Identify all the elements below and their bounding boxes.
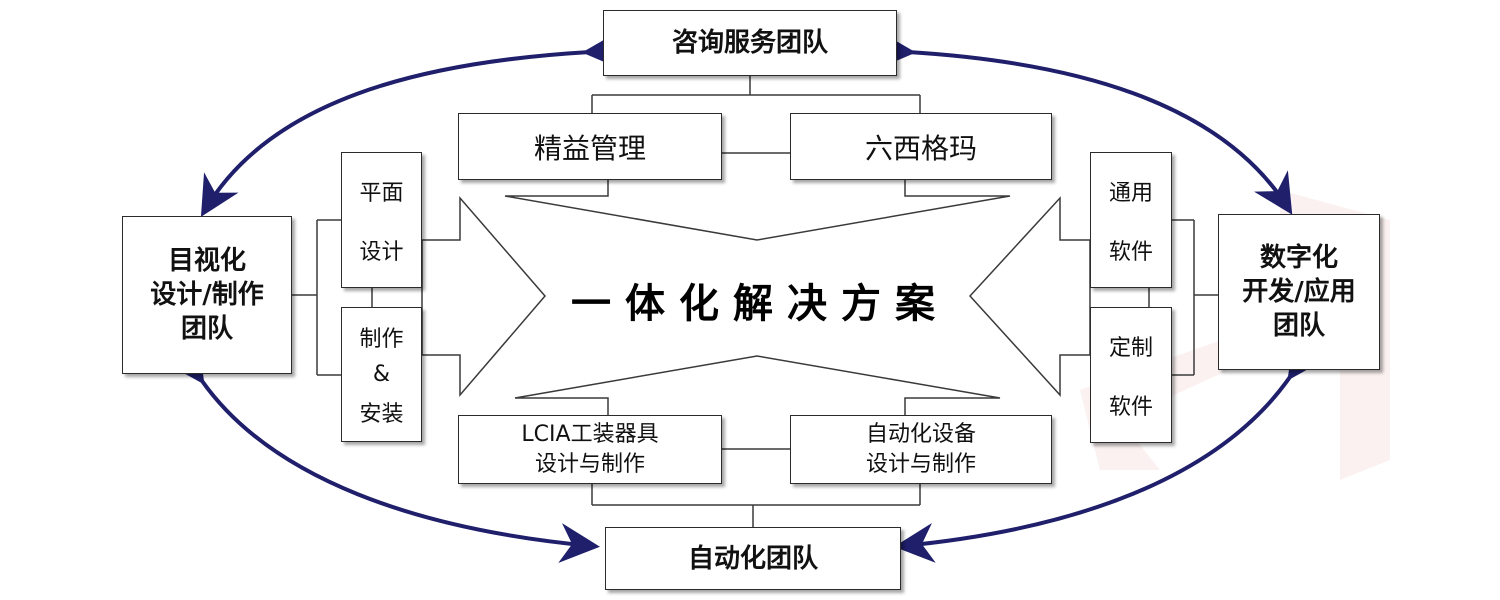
- arrow-digital-to-automation: [894, 336, 1327, 563]
- connector-lines: [292, 76, 1218, 527]
- consulting-team-label: 咨询服务团队: [671, 28, 828, 58]
- automation-team-label: 自动化团队: [687, 543, 818, 574]
- lcia-box: LCIA工装器具 设计与制作: [458, 415, 722, 484]
- plan-design-line-1: 平面: [359, 180, 404, 206]
- lcia-label: LCIA工装器具 设计与制作: [521, 421, 659, 477]
- digital-team-box: 数字化 开发/应用 团队: [1218, 214, 1380, 370]
- solution-star-outline: [421, 195, 546, 398]
- general-software-box: 通用 软件: [1090, 152, 1172, 288]
- arrow-visual-to-automation: [165, 340, 600, 563]
- plan-design-line-2: 设计: [359, 239, 404, 265]
- consulting-team-box: 咨询服务团队: [603, 10, 897, 76]
- solution-star-right: [968, 196, 1091, 397]
- automation-team-box: 自动化团队: [605, 527, 901, 590]
- plan-design-box: 平面 设计: [341, 152, 422, 288]
- arrow-consult-to-digital: [874, 30, 1293, 215]
- center-title: 一体化解决方案: [571, 281, 949, 327]
- general-software-line-2: 软件: [1108, 239, 1153, 265]
- general-software-line-1: 通用: [1108, 180, 1153, 206]
- automation-equipment-label: 自动化设备 设计与制作: [865, 421, 976, 477]
- lean-management-box: 精益管理: [458, 113, 722, 180]
- visual-team-label: 目视化 设计/制作 团队: [150, 246, 264, 344]
- solution-star-top: [504, 180, 1011, 241]
- make-install-box: 制作 & 安装: [341, 307, 422, 442]
- custom-software-line-2: 软件: [1108, 394, 1153, 420]
- six-sigma-label: 六西格玛: [864, 131, 977, 165]
- custom-software-line-1: 定制: [1108, 335, 1153, 361]
- make-install-line-3: 安装: [359, 402, 404, 428]
- custom-software-box: 定制 软件: [1090, 307, 1172, 443]
- make-install-line-1: 制作: [359, 326, 404, 352]
- make-install-line-2: &: [372, 361, 391, 387]
- arrow-consult-to-visual: [200, 30, 624, 217]
- lean-management-label: 精益管理: [533, 131, 646, 165]
- solution-star-bottom: [514, 355, 1001, 415]
- digital-team-label: 数字化 开发/应用 团队: [1242, 243, 1356, 341]
- automation-equipment-box: 自动化设备 设计与制作: [790, 415, 1052, 484]
- visual-team-box: 目视化 设计/制作 团队: [122, 216, 292, 374]
- six-sigma-box: 六西格玛: [790, 113, 1052, 180]
